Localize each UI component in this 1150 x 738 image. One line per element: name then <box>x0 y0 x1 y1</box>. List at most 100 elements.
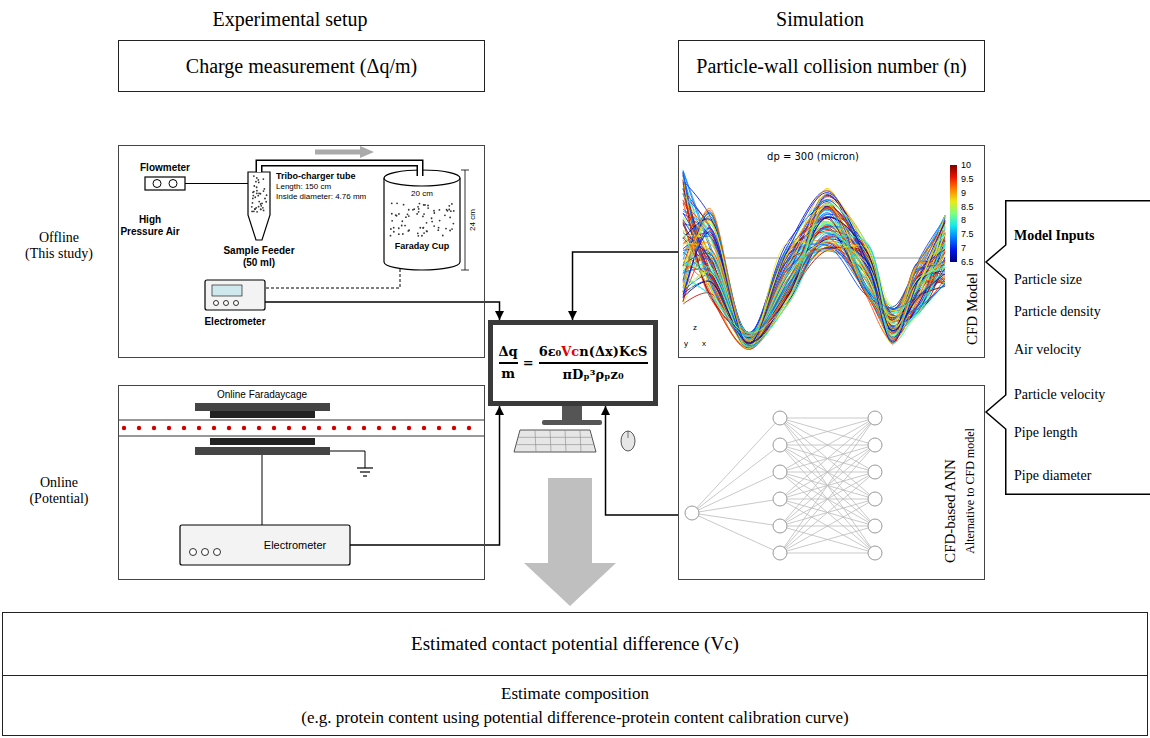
part-label: Online Faradaycage <box>217 389 307 401</box>
powder-dot <box>252 197 254 199</box>
powder-dot <box>255 181 257 183</box>
setup-panel: Online (Potential) <box>118 385 485 580</box>
charged-particle <box>442 235 444 237</box>
charged-particle <box>444 214 446 216</box>
network-link <box>692 445 780 513</box>
particle-dot <box>377 426 381 430</box>
colorbar-tick: 10 <box>961 160 971 170</box>
network-link <box>780 418 875 445</box>
particle-dot <box>287 426 291 430</box>
network-link <box>780 553 875 554</box>
part-label: Faraday Cup <box>395 241 450 251</box>
ground-symbol <box>357 467 373 468</box>
highlight-variable: Vc <box>561 345 579 360</box>
powder-dot <box>260 208 262 210</box>
neuron <box>868 465 882 479</box>
formula-part: n(Δx)KcS <box>579 345 647 360</box>
charged-particle <box>433 210 435 212</box>
list-item: Particle velocity <box>1014 387 1105 403</box>
charged-particle <box>408 229 410 231</box>
powder-dot <box>263 188 265 190</box>
heading-box: Particle-wall collision number (n) <box>678 40 985 92</box>
particle-trajectory <box>683 214 945 348</box>
charged-particle <box>453 210 455 212</box>
flowmeter-dial <box>169 180 177 188</box>
bracket-path <box>986 201 1150 495</box>
signal-wire <box>265 269 400 288</box>
particle-trajectory <box>683 185 945 348</box>
charged-particle <box>390 235 392 237</box>
charged-particle <box>419 227 421 229</box>
dimension-tick <box>461 270 469 271</box>
neuron <box>868 546 882 560</box>
powder-dot <box>257 179 259 181</box>
charged-particle <box>421 235 423 237</box>
electrometer-knob <box>202 549 209 556</box>
charged-particle <box>391 202 393 204</box>
charged-particle <box>402 233 404 235</box>
signal-wire <box>262 455 263 525</box>
network-link <box>692 513 780 553</box>
flowmeter-dial <box>153 180 161 188</box>
particle-trajectory <box>683 177 945 336</box>
charged-particle <box>398 233 400 235</box>
charged-particle <box>422 227 424 229</box>
colorbar-tick: 7.5 <box>961 229 974 239</box>
formula-part: = <box>523 356 534 371</box>
charged-particle <box>423 232 425 234</box>
ground-symbol <box>363 475 367 476</box>
fraction-bar <box>539 362 648 364</box>
charged-particle <box>437 229 439 231</box>
colorbar-tick: 6.5 <box>961 257 974 267</box>
charged-particle <box>418 211 420 213</box>
powder-dot <box>252 195 254 197</box>
cup-side <box>383 178 384 262</box>
ground-symbol <box>360 471 370 472</box>
cage-shield <box>195 403 330 411</box>
network-link <box>780 418 875 553</box>
trajectories <box>683 170 945 349</box>
monitor-screen: Δqm=6ε₀Vcn(Δx)KcSπDₚ³ρₚz₀ <box>488 320 659 406</box>
network-link <box>692 472 780 513</box>
particle-trajectory <box>683 179 945 349</box>
signal-wire <box>265 301 485 303</box>
mouse-button <box>628 431 629 438</box>
neuron <box>773 492 787 506</box>
particle-dot <box>362 426 366 430</box>
powder-dot <box>256 192 258 194</box>
charged-particle <box>448 205 450 207</box>
dimension-label: Inside diameter: 4.76 mm <box>276 192 366 201</box>
box-title: Charge measurement (Δq/m) <box>186 55 417 78</box>
charged-particle <box>439 209 441 211</box>
keyboard-key <box>535 430 536 452</box>
setup-panel: Offline (This study) <box>118 145 485 358</box>
axis-label: y <box>683 339 689 348</box>
powder-dot <box>257 195 259 197</box>
charged-particle <box>408 215 410 217</box>
powder-dot <box>265 201 267 203</box>
powder-dot <box>256 186 258 188</box>
dimension-line <box>465 170 466 270</box>
panel-title: CFD-based ANN <box>942 459 959 563</box>
result-band: Estimated contact potential difference (… <box>2 612 1148 676</box>
charged-particle <box>423 204 425 206</box>
particle-trajectory <box>683 182 945 339</box>
network-link <box>780 526 875 553</box>
powder-dot <box>253 175 255 177</box>
charged-particle <box>452 223 454 225</box>
network-link <box>780 418 875 499</box>
charged-particle <box>431 221 433 223</box>
particle-dot <box>242 426 246 430</box>
particle-trajectory <box>683 208 945 343</box>
neuron <box>868 492 882 506</box>
charged-particle <box>405 216 407 218</box>
part-label: Sample Feeder (50 ml) <box>217 245 301 268</box>
powder-dot <box>253 210 255 212</box>
particle-trajectory <box>683 194 945 347</box>
ann-panel: CFD-based ANNAlternative to CFD model <box>678 385 985 580</box>
network-link <box>780 499 875 553</box>
cage-electrode <box>210 438 315 445</box>
part-label: Tribo-charger tube <box>276 171 356 181</box>
charged-particle <box>451 228 453 230</box>
